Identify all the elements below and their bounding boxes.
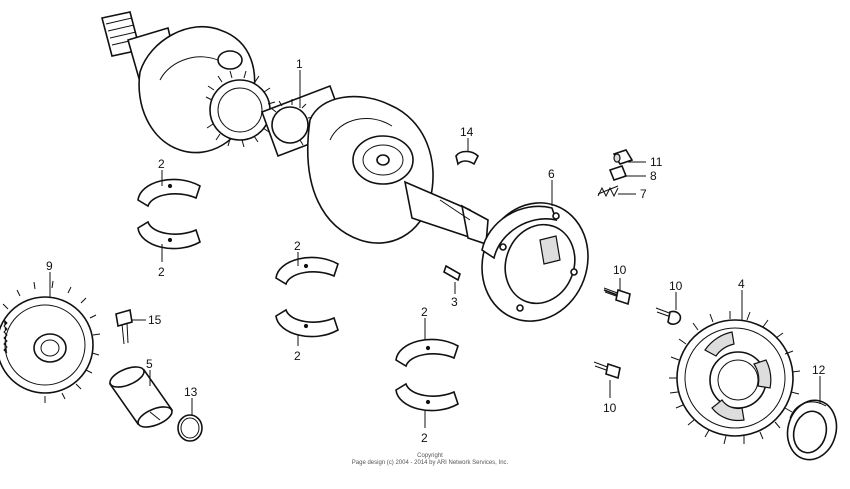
bearing-upper-3[interactable] xyxy=(395,338,459,368)
roller-spring[interactable] xyxy=(597,185,619,198)
bearing-lower-3[interactable] xyxy=(395,382,459,412)
copyright-line-1: Copyright xyxy=(417,453,443,459)
callout-2-e[interactable]: 2 xyxy=(421,305,428,319)
gear-shaft[interactable] xyxy=(107,363,174,431)
callout-14[interactable]: 14 xyxy=(460,125,474,139)
bearing-upper-2[interactable] xyxy=(275,256,339,286)
callout-13[interactable]: 13 xyxy=(184,385,198,399)
bearing-lower-2[interactable] xyxy=(275,308,339,338)
callout-4[interactable]: 4 xyxy=(738,277,745,291)
callout-5[interactable]: 5 xyxy=(146,357,153,371)
callouts: 1 2 2 2 2 2 2 3 4 5 6 7 8 9 10 10 10 11 … xyxy=(46,57,826,445)
callout-6[interactable]: 6 xyxy=(548,167,555,181)
callout-2-c[interactable]: 2 xyxy=(294,239,301,253)
circlip[interactable] xyxy=(177,414,203,442)
idle-gear[interactable] xyxy=(0,280,101,403)
starter-driven-gear[interactable] xyxy=(669,311,801,445)
callout-2-d[interactable]: 2 xyxy=(294,349,301,363)
bolt-10-a[interactable] xyxy=(603,287,631,306)
key-14[interactable] xyxy=(455,150,479,166)
callout-2-b[interactable]: 2 xyxy=(158,265,165,279)
callout-8[interactable]: 8 xyxy=(650,169,657,183)
leader-lines xyxy=(49,70,821,428)
bolt-10-c[interactable] xyxy=(593,361,621,380)
callout-10-c[interactable]: 10 xyxy=(603,401,617,415)
callout-2-a[interactable]: 2 xyxy=(158,157,165,171)
callout-1[interactable]: 1 xyxy=(296,57,303,71)
callout-10-a[interactable]: 10 xyxy=(613,263,627,277)
copyright-notice: Copyright Page design (c) 2004 - 2014 by… xyxy=(300,453,560,467)
spring-cap[interactable] xyxy=(608,165,628,181)
bearing-lower-1[interactable] xyxy=(137,220,201,250)
callout-12[interactable]: 12 xyxy=(812,363,826,377)
callout-11[interactable]: 11 xyxy=(650,155,663,169)
callout-10-b[interactable]: 10 xyxy=(669,279,683,293)
starter-clutch-housing[interactable] xyxy=(466,188,605,336)
callout-2-f[interactable]: 2 xyxy=(421,431,428,445)
callout-15[interactable]: 15 xyxy=(148,313,162,327)
callout-3[interactable]: 3 xyxy=(451,295,458,309)
bolt-15[interactable] xyxy=(115,308,133,345)
callout-7[interactable]: 7 xyxy=(640,187,647,201)
bolt-10-b[interactable] xyxy=(655,307,682,325)
callout-9[interactable]: 9 xyxy=(46,259,53,273)
oil-seal[interactable] xyxy=(781,395,843,465)
copyright-line-2: Page design (c) 2004 - 2014 by ARI Netwo… xyxy=(351,460,509,466)
plunger-roller[interactable] xyxy=(612,149,634,165)
bearing-upper-1[interactable] xyxy=(137,178,201,208)
woodruff-key[interactable] xyxy=(443,264,461,282)
crankshaft[interactable] xyxy=(101,11,489,246)
